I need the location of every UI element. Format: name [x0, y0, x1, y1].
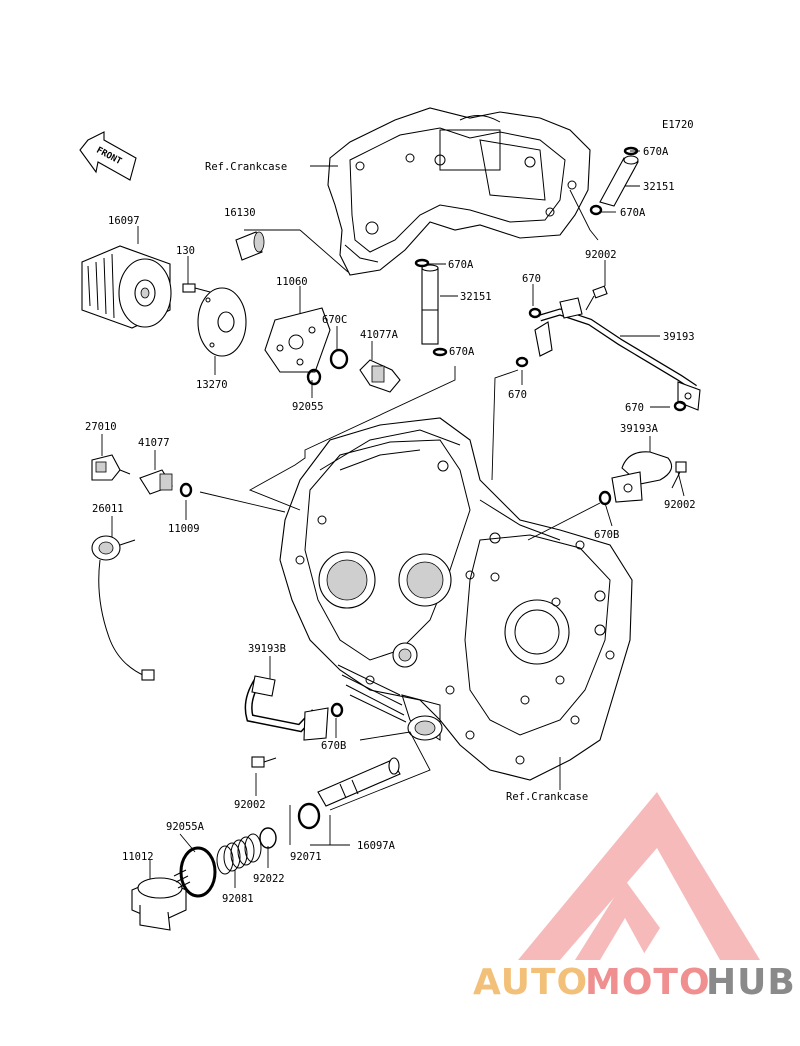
bolt-92002-top — [585, 285, 608, 311]
label-92002-3: 92002 — [234, 799, 266, 811]
label-39193a: 39193A — [620, 423, 659, 435]
label-11009: 11009 — [168, 523, 200, 535]
leader-lines — [101, 150, 685, 888]
label-670b-2: 670B — [321, 740, 346, 752]
o-ring-92055 — [306, 368, 322, 386]
label-39193: 39193 — [663, 331, 695, 343]
label-41077a: 41077A — [360, 329, 399, 341]
filter-cartridge-16097a — [317, 757, 401, 807]
spring-92081 — [216, 833, 262, 875]
label-670-1: 670 — [522, 273, 541, 285]
front-arrow-icon: FRONT — [79, 131, 137, 181]
label-92002-1: 92002 — [585, 249, 617, 261]
label-11012: 11012 — [122, 851, 154, 863]
bolt-130 — [182, 283, 211, 293]
label-41077: 41077 — [138, 437, 170, 449]
o-ring-670a-fourth — [432, 347, 448, 357]
label-26011: 26011 — [92, 503, 124, 515]
watermark-auto: AUTO — [473, 962, 588, 1003]
o-ring-670a-top — [623, 146, 639, 156]
label-670a-3: 670A — [448, 259, 474, 271]
o-ring-670a-third — [414, 258, 430, 268]
label-16097a: 16097A — [357, 840, 396, 852]
automotohub-watermark-logo — [518, 792, 760, 960]
o-ring-92055a — [179, 846, 217, 898]
label-32151-2: 32151 — [460, 291, 492, 303]
label-670c: 670C — [322, 314, 347, 326]
label-92081: 92081 — [222, 893, 254, 905]
label-13270: 13270 — [196, 379, 228, 391]
main-crankcase-drawing — [279, 417, 633, 781]
o-ring-670a-second — [589, 204, 603, 216]
fitting-41077a — [359, 359, 401, 393]
oil-pipe-39193b — [244, 675, 329, 741]
watermark-moto: MOTO — [585, 962, 711, 1003]
watermark-hub: HUB — [706, 962, 796, 1003]
oil-pipe-39193a — [611, 451, 673, 503]
label-39193b: 39193B — [248, 643, 286, 655]
oil-pipe-39193 — [534, 297, 701, 411]
o-ring-670b-right — [598, 490, 612, 506]
label-670-2: 670 — [508, 389, 527, 401]
label-92055a: 92055A — [166, 821, 205, 833]
pipe-32151-middle — [421, 264, 439, 345]
diagram-code: E1720 — [662, 119, 694, 131]
ref-crankcase-lower-label: Ref.Crankcase — [506, 791, 588, 803]
label-16130: 16130 — [224, 207, 256, 219]
bolt-92002-right — [671, 461, 687, 489]
label-92002-2: 92002 — [664, 499, 696, 511]
ref-crankcase-upper-label: Ref.Crankcase — [205, 161, 287, 173]
o-ring-670-middle — [515, 356, 529, 368]
label-670b-1: 670B — [594, 529, 619, 541]
bolt-92002-lower — [251, 756, 277, 768]
label-27010: 27010 — [85, 421, 117, 433]
label-130: 130 — [176, 245, 195, 257]
fitting-41077 — [139, 469, 173, 495]
label-11060: 11060 — [276, 276, 308, 288]
oil-filter-16097 — [81, 245, 172, 329]
washer-11009 — [179, 482, 193, 498]
gasket-11060 — [264, 307, 331, 373]
o-ring-670b-left — [330, 702, 344, 718]
drain-plug-11012 — [131, 869, 191, 931]
pipe-32151-upper — [599, 155, 639, 207]
label-670a-1: 670A — [643, 146, 669, 158]
label-92071: 92071 — [290, 851, 322, 863]
o-ring-670-top — [528, 307, 542, 319]
o-ring-670c — [329, 348, 349, 370]
label-670a-4: 670A — [449, 346, 475, 358]
fitting-16130 — [235, 231, 265, 261]
wire-lead-26011 — [91, 535, 155, 681]
label-16097: 16097 — [108, 215, 140, 227]
label-670a-2: 670A — [620, 207, 646, 219]
plate-13270 — [197, 287, 247, 357]
washer-92022 — [259, 827, 277, 849]
o-ring-670-right — [673, 400, 687, 412]
o-ring-92071 — [297, 802, 321, 830]
pressure-switch-27010 — [91, 454, 131, 481]
label-32151-1: 32151 — [643, 181, 675, 193]
label-92022: 92022 — [253, 873, 285, 885]
label-670-3: 670 — [625, 402, 644, 414]
label-92055: 92055 — [292, 401, 324, 413]
upper-crankcase-drawing — [327, 107, 591, 276]
